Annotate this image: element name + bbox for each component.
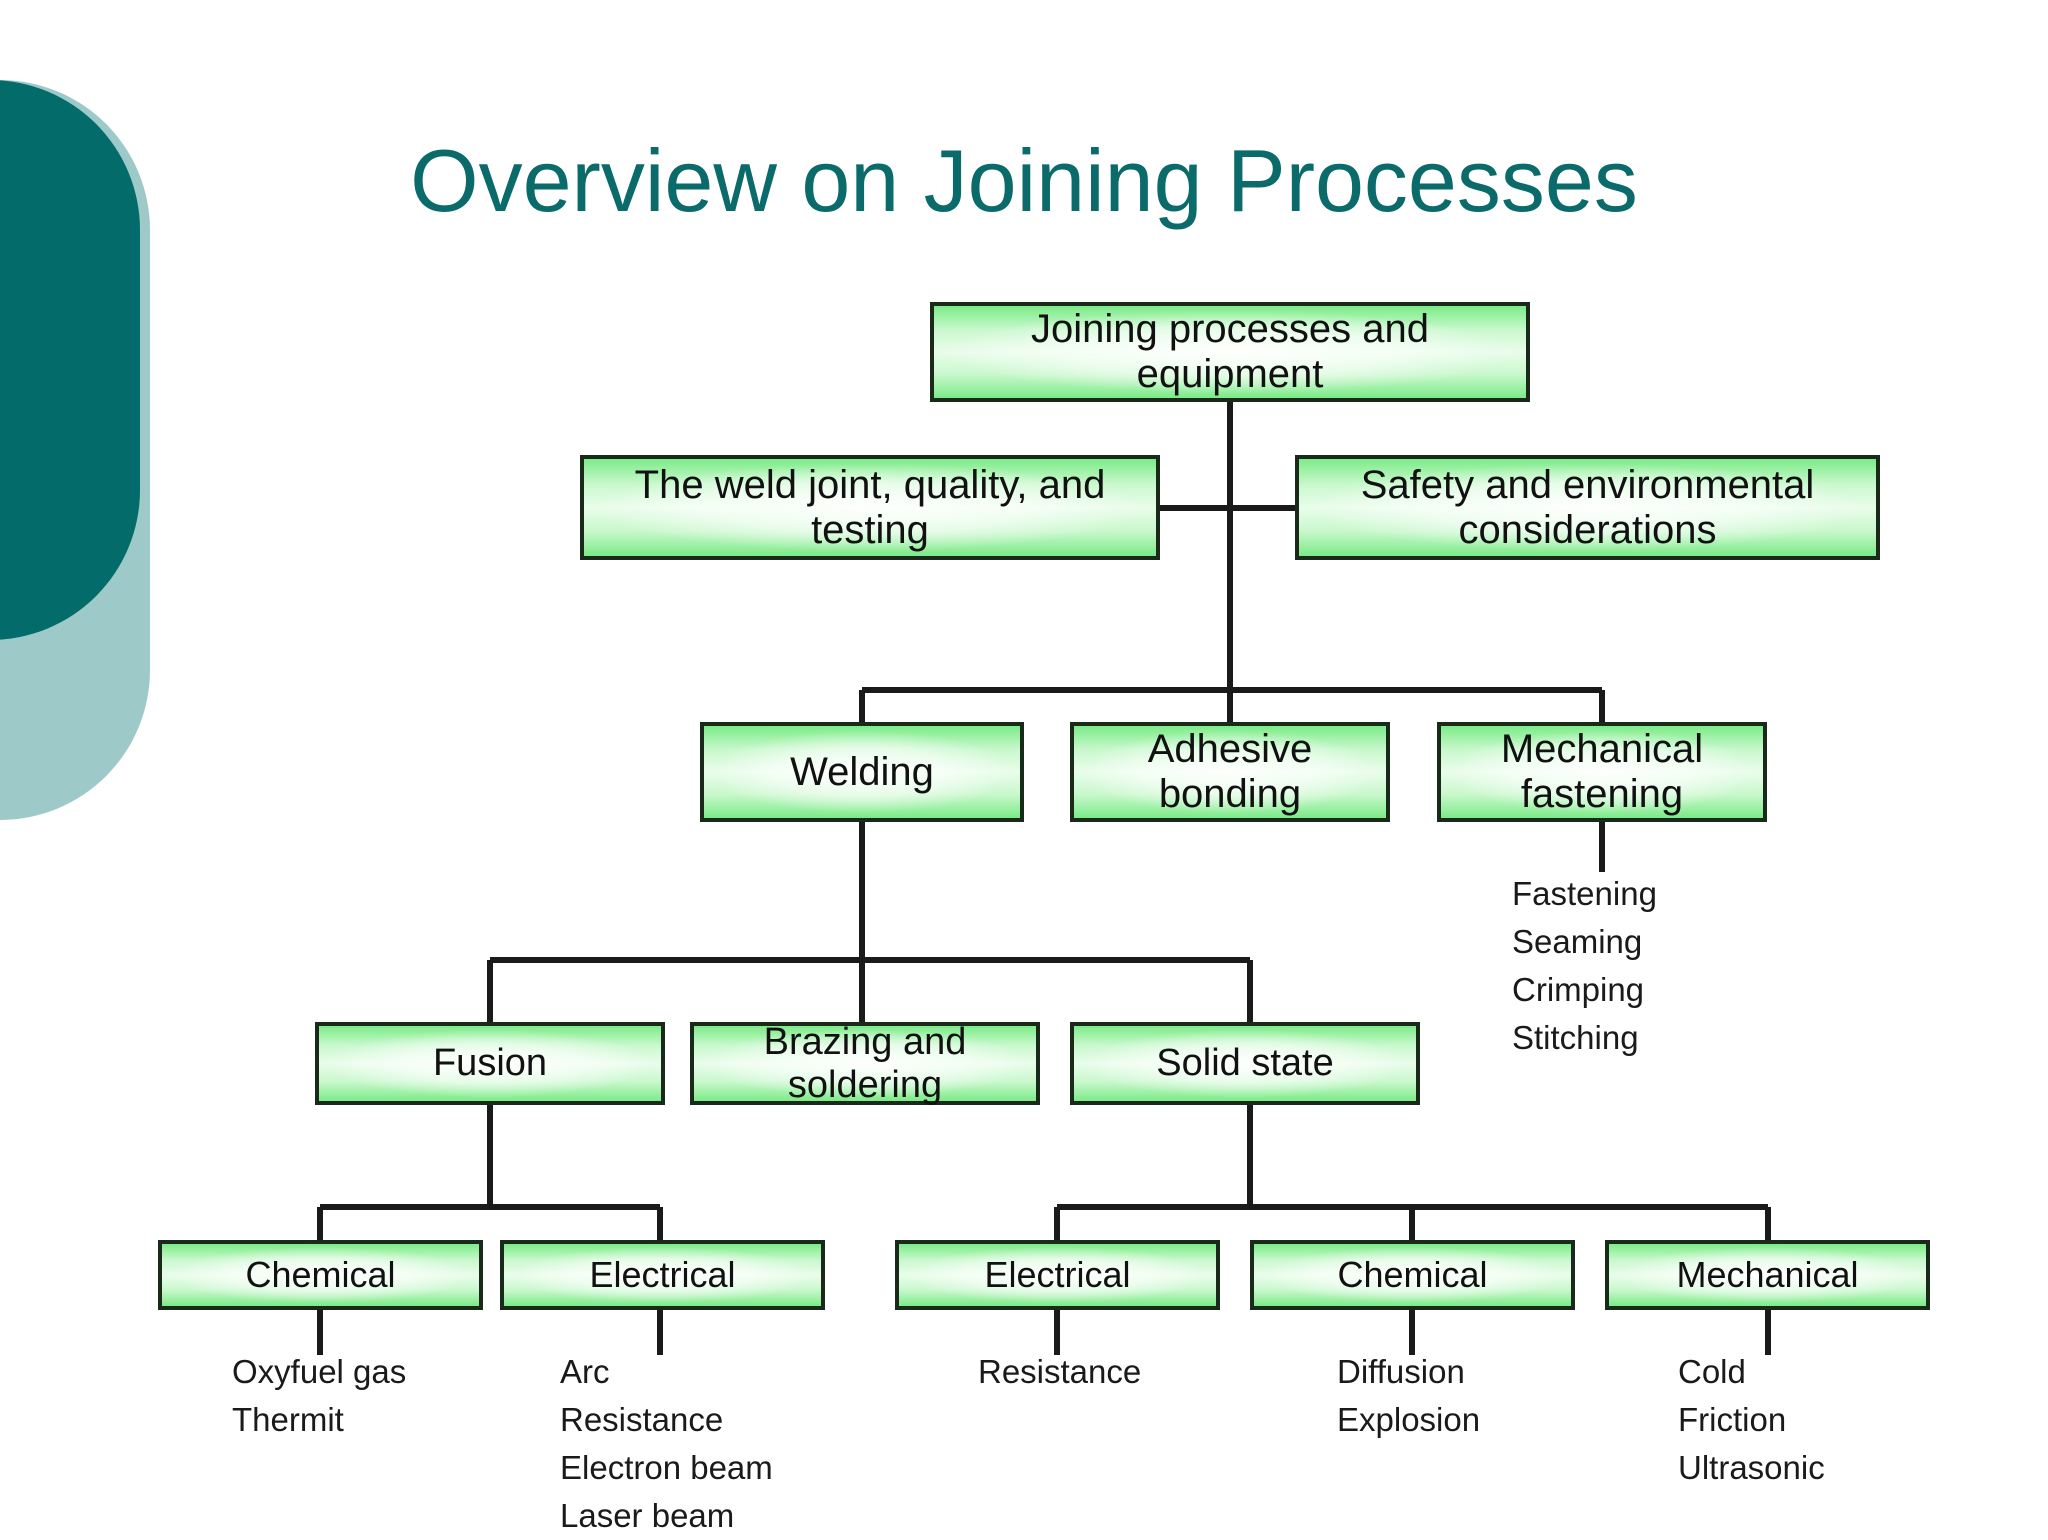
node-label: Electrical	[984, 1253, 1131, 1295]
node-fusion-electrical[interactable]: Electrical	[500, 1240, 825, 1310]
list-item: Stitching	[1512, 1019, 1639, 1056]
leaf-list-solid-state-mechanical: Cold Friction Ultrasonic	[1678, 1348, 1825, 1492]
list-item: Electron beam	[560, 1449, 773, 1486]
node-mechanical-fastening[interactable]: Mechanical fastening	[1437, 722, 1767, 822]
node-label: Chemical	[1337, 1253, 1488, 1295]
decoration-dark-teal-shape	[0, 80, 140, 640]
list-item: Laser beam	[560, 1497, 735, 1534]
node-fusion[interactable]: Fusion	[315, 1022, 665, 1105]
node-adhesive-bonding[interactable]: Adhesive bonding	[1070, 722, 1390, 822]
leaf-list-mechanical-fastening: Fastening Seaming Crimping Stitching	[1512, 870, 1657, 1062]
list-item: Crimping	[1512, 971, 1645, 1008]
list-item: Resistance	[978, 1353, 1142, 1390]
node-brazing-and-soldering[interactable]: Brazing and soldering	[690, 1020, 1040, 1106]
node-label: Mechanical	[1676, 1253, 1859, 1295]
leaf-list-solid-state-chemical: Diffusion Explosion	[1337, 1348, 1480, 1444]
list-item: Ultrasonic	[1678, 1449, 1825, 1486]
list-item: Resistance	[560, 1401, 724, 1438]
list-item: Arc	[560, 1353, 610, 1390]
node-joining-processes-and-equipment[interactable]: Joining processes and equipment	[930, 302, 1530, 402]
list-item: Fastening	[1512, 875, 1657, 912]
node-label: Solid state	[1156, 1042, 1334, 1085]
node-label-line-1: Safety and environmental	[1360, 462, 1815, 507]
list-item: Cold	[1678, 1353, 1746, 1390]
node-welding[interactable]: Welding	[700, 722, 1024, 822]
node-label: Safety and environmental considerations	[1345, 463, 1831, 553]
node-safety-environmental-considerations[interactable]: Safety and environmental considerations	[1295, 455, 1880, 560]
node-label-line-2: considerations	[1458, 507, 1717, 552]
node-label: Fusion	[432, 1042, 548, 1085]
node-solid-state[interactable]: Solid state	[1070, 1022, 1420, 1105]
node-label: Joining processes and equipment	[1030, 307, 1430, 396]
list-item: Friction	[1678, 1401, 1787, 1438]
node-solid-state-mechanical[interactable]: Mechanical	[1605, 1240, 1930, 1310]
node-fusion-chemical[interactable]: Chemical	[158, 1240, 483, 1310]
page-title: Overview on Joining Processes	[410, 131, 1638, 230]
list-item: Thermit	[232, 1401, 344, 1438]
leaf-list-fusion-electrical: Arc Resistance Electron beam Laser beam	[560, 1348, 773, 1540]
list-item: Seaming	[1512, 923, 1643, 960]
node-label: Adhesive bonding	[1147, 727, 1313, 816]
list-item: Explosion	[1337, 1401, 1481, 1438]
list-item: Oxyfuel gas	[232, 1353, 407, 1390]
node-label: Brazing and soldering	[763, 1020, 967, 1106]
node-label: Mechanical fastening	[1485, 727, 1719, 817]
node-label-line-2: fastening	[1520, 772, 1684, 816]
leaf-list-fusion-chemical: Oxyfuel gas Thermit	[232, 1348, 406, 1444]
node-weld-joint-quality-testing[interactable]: The weld joint, quality, and testing	[580, 455, 1160, 560]
leaf-list-solid-state-electrical: Resistance	[978, 1348, 1141, 1396]
node-solid-state-chemical[interactable]: Chemical	[1250, 1240, 1575, 1310]
node-label: Welding	[790, 749, 934, 794]
node-label: Electrical	[589, 1253, 736, 1295]
node-label-line-1: Mechanical	[1500, 727, 1704, 772]
list-item: Diffusion	[1337, 1353, 1465, 1390]
node-label: Chemical	[245, 1253, 396, 1295]
node-label: The weld joint, quality, and testing	[634, 462, 1106, 552]
node-solid-state-electrical[interactable]: Electrical	[895, 1240, 1220, 1310]
